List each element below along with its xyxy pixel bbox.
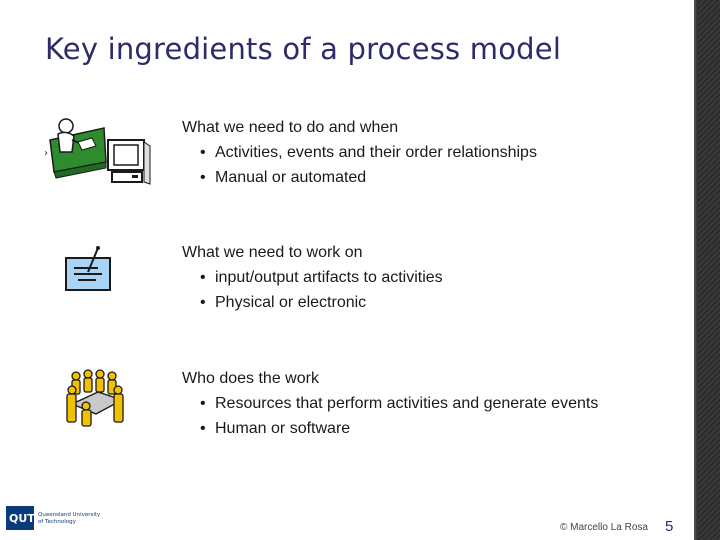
copyright-text: © Marcello La Rosa — [560, 522, 648, 533]
section-artifacts: What we need to work on • input/output ar… — [182, 241, 443, 315]
bullet-marker: • — [200, 169, 206, 186]
bullet-item: • Physical or electronic — [182, 290, 443, 315]
bullet-item: • Human or software — [182, 416, 598, 441]
bullet-text: Activities, events and their order relat… — [215, 144, 537, 161]
bullet-marker: • — [200, 294, 206, 311]
bullet-text: Human or software — [215, 420, 351, 437]
bullet-item: • Manual or automated — [182, 165, 537, 190]
slide-title: Key ingredients of a process model — [45, 32, 562, 66]
bullet-marker: • — [200, 420, 206, 437]
bullet-list: • Resources that perform activities and g… — [182, 391, 598, 441]
section-heading: What we need to work on — [182, 244, 363, 261]
bullet-list: • input/output artifacts to activities • P… — [182, 265, 443, 315]
qut-logo: QUT Queensland University of Technology — [6, 506, 101, 530]
bullet-marker: • — [200, 269, 206, 286]
page-number: 5 — [665, 518, 674, 535]
logo-text: QUT — [9, 512, 35, 525]
bullet-text: Physical or electronic — [215, 294, 367, 311]
section-heading: What we need to do and when — [182, 119, 399, 136]
decorative-side-strip — [694, 0, 720, 540]
person-at-computer-icon: › — [44, 118, 151, 185]
bullet-marker: • — [200, 395, 206, 412]
section-activities: What we need to do and when • Activities,… — [182, 116, 537, 190]
bullet-list: • Activities, events and their order rela… — [182, 140, 537, 190]
bullet-text: input/output artifacts to activities — [215, 269, 443, 286]
section-heading: Who does the work — [182, 370, 319, 387]
bullet-item: • input/output artifacts to activities — [182, 265, 443, 290]
section-resources: Who does the work • Resources that perfor… — [182, 367, 598, 441]
team-around-table-icon — [66, 369, 124, 427]
svg-text:›: › — [44, 148, 48, 159]
logo-subtext-line2: of Technology — [38, 519, 77, 525]
bullet-marker: • — [200, 144, 206, 161]
document-with-pen-icon — [65, 246, 111, 291]
bullet-item: • Resources that perform activities and g… — [182, 391, 598, 416]
bullet-item: • Activities, events and their order rela… — [182, 140, 537, 165]
bullet-text: Resources that perform activities and ge… — [215, 395, 599, 412]
logo-subtext-line1: Queensland University — [38, 512, 101, 518]
bullet-text: Manual or automated — [215, 169, 367, 186]
